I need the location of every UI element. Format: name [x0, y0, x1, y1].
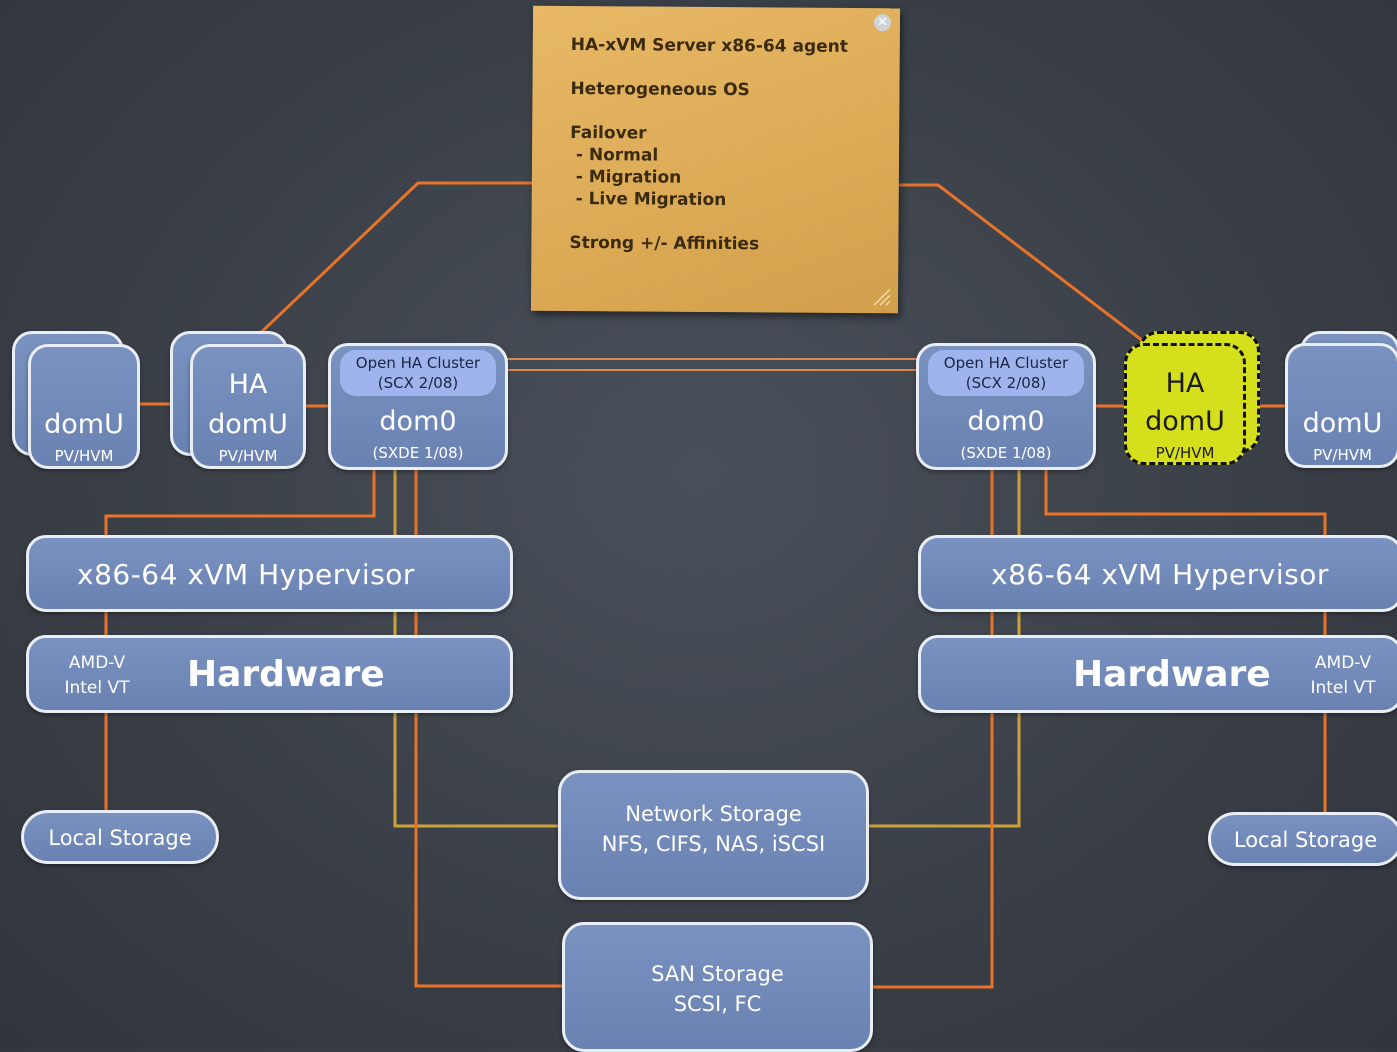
- cluster-name: Open HA Cluster: [943, 354, 1069, 372]
- note-spacer: [571, 56, 900, 80]
- left-domu[interactable]: domU PV/HVM: [28, 344, 140, 469]
- local-storage-label: Local Storage: [1233, 828, 1378, 852]
- open-ha-cluster-badge: Open HA Cluster (SCX 2/08): [928, 350, 1084, 396]
- intel-vt-label: Intel VT: [64, 678, 130, 698]
- right-hypervisor[interactable]: x86-64 xVM Hypervisor: [918, 535, 1397, 612]
- note-line: - Migration: [569, 166, 682, 188]
- left-local-storage[interactable]: Local Storage: [21, 810, 219, 864]
- network-storage-title: Network Storage: [625, 802, 802, 826]
- domu-type: PV/HVM: [218, 447, 278, 465]
- cluster-version: (SCX 2/08): [965, 374, 1047, 392]
- note-line: - Normal: [569, 144, 659, 166]
- right-hardware[interactable]: Hardware AMD-V Intel VT: [918, 635, 1397, 713]
- right-ha-domu[interactable]: HA domU PV/HVM: [1124, 343, 1246, 465]
- domu-type: PV/HVM: [1155, 444, 1215, 462]
- intel-vt-label: Intel VT: [1310, 678, 1376, 698]
- cluster-version: (SCX 2/08): [377, 374, 459, 392]
- right-domu[interactable]: domU PV/HVM: [1285, 343, 1397, 468]
- left-dom0[interactable]: Open HA Cluster (SCX 2/08) dom0 (SXDE 1/…: [328, 343, 508, 470]
- left-hypervisor[interactable]: x86-64 xVM Hypervisor: [26, 535, 513, 612]
- note-to-left-ha-link: [248, 181, 532, 345]
- note-spacer: [570, 100, 899, 124]
- resize-grip-icon[interactable]: [870, 285, 892, 307]
- hypervisor-label: x86-64 xVM Hypervisor: [991, 558, 1329, 591]
- dom0-label: dom0: [379, 406, 457, 437]
- close-icon[interactable]: ✕: [873, 14, 892, 32]
- virtualization-support: AMD-V Intel VT: [1293, 651, 1393, 701]
- note-line: Failover: [570, 122, 647, 144]
- note-to-right-ha-link: [899, 183, 1171, 362]
- domu-type: PV/HVM: [1313, 446, 1372, 464]
- local-storage-label: Local Storage: [48, 826, 192, 850]
- domu-label: domU: [44, 409, 124, 440]
- dom0-version: (SXDE 1/08): [960, 444, 1052, 462]
- left-hardware[interactable]: AMD-V Intel VT Hardware: [26, 635, 513, 713]
- dom0-version: (SXDE 1/08): [372, 444, 464, 462]
- amd-v-label: AMD-V: [1314, 653, 1372, 673]
- network-storage[interactable]: Network Storage NFS, CIFS, NAS, iSCSI: [558, 770, 869, 900]
- right-dom0[interactable]: Open HA Cluster (SCX 2/08) dom0 (SXDE 1/…: [916, 343, 1096, 470]
- amd-v-label: AMD-V: [68, 653, 126, 673]
- domu-label: domU: [1145, 406, 1225, 437]
- san-storage-title: SAN Storage: [651, 962, 784, 986]
- hypervisor-label: x86-64 xVM Hypervisor: [77, 558, 415, 591]
- hardware-label: Hardware: [187, 654, 385, 695]
- san-storage-protocols: SCSI, FC: [673, 992, 762, 1016]
- san-storage[interactable]: SAN Storage SCSI, FC: [562, 922, 873, 1052]
- note-line: - Live Migration: [569, 188, 727, 211]
- note-line: HA-xVM Server x86-64 agent: [570, 34, 848, 57]
- note-line: Strong +/- Affinities: [569, 232, 760, 255]
- cluster-name: Open HA Cluster: [355, 354, 481, 372]
- virtualization-support: AMD-V Intel VT: [47, 651, 147, 701]
- hardware-label: Hardware: [1073, 654, 1271, 695]
- network-storage-protocols: NFS, CIFS, NAS, iSCSI: [601, 832, 826, 856]
- note-line: Heterogeneous OS: [570, 78, 750, 101]
- domu-label: domU: [208, 409, 288, 440]
- note-spacer: [569, 210, 898, 234]
- ha-label: HA: [1165, 368, 1205, 399]
- open-ha-cluster-badge: Open HA Cluster (SCX 2/08): [340, 350, 496, 396]
- domu-type: PV/HVM: [54, 447, 114, 465]
- right-local-storage[interactable]: Local Storage: [1208, 812, 1397, 866]
- ha-label: HA: [228, 369, 268, 400]
- dom0-label: dom0: [967, 406, 1045, 437]
- domu-label: domU: [1302, 408, 1383, 439]
- left-ha-domu[interactable]: HA domU PV/HVM: [190, 344, 306, 469]
